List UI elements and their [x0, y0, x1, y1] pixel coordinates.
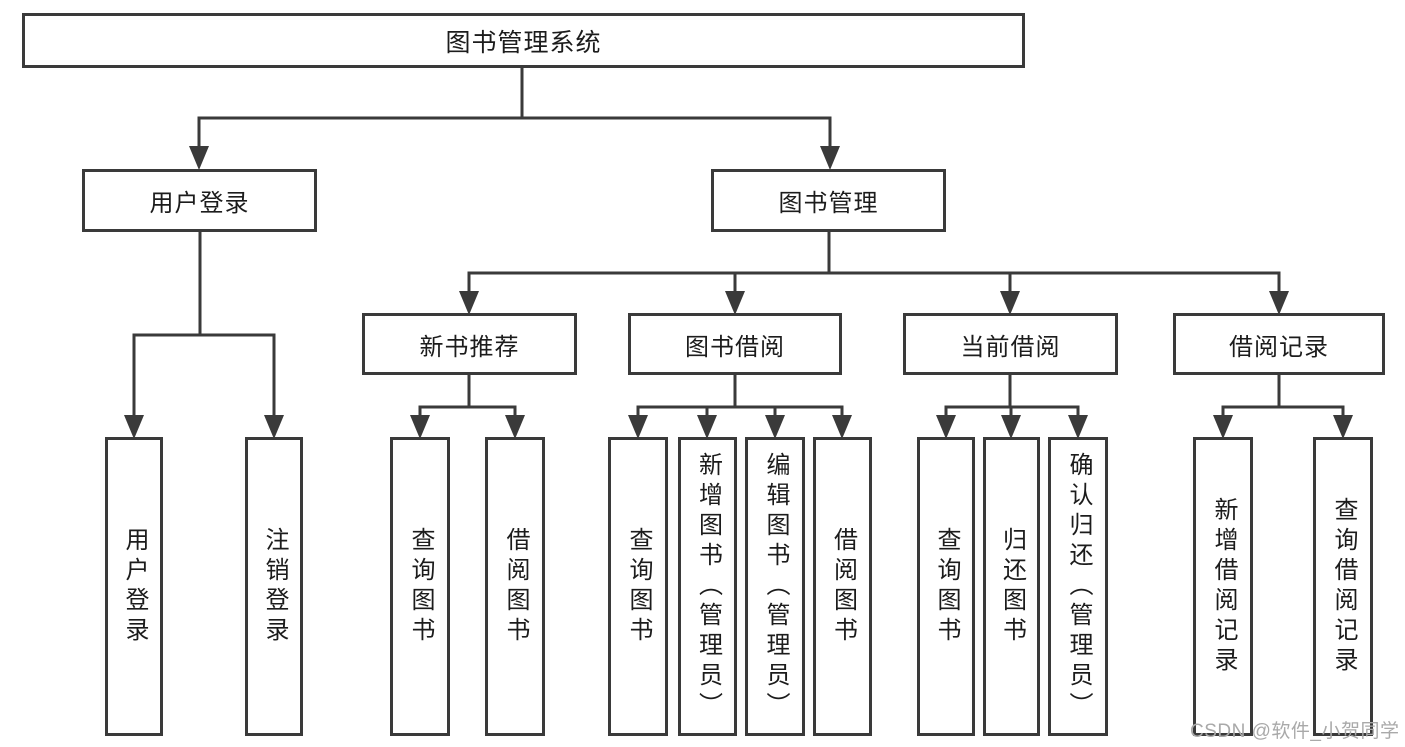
leaf-rec-query-books: 查询图书	[390, 437, 450, 736]
leaf-cb-confirm-return-admin-label: 确认归还（管理员）	[1065, 451, 1092, 722]
leaf-br-query-record: 查询借阅记录	[1313, 437, 1373, 736]
node-book-management: 图书管理	[711, 169, 946, 232]
node-borrowing-records-label: 借阅记录	[1229, 333, 1329, 361]
connector-new-book-rec-to-leaves	[410, 373, 525, 439]
leaf-rec-borrow-books: 借阅图书	[485, 437, 545, 736]
node-new-book-recommendation: 新书推荐	[362, 313, 577, 375]
leaf-cb-query-books: 查询图书	[917, 437, 975, 736]
node-user-login: 用户登录	[82, 169, 317, 232]
leaf-rec-query-books-label: 查询图书	[407, 526, 434, 647]
connector-user-login-to-leaves	[124, 230, 284, 439]
connector-root-to-level2	[189, 66, 840, 170]
node-book-borrowing: 图书借阅	[628, 313, 842, 375]
leaf-br-add-record-label: 新增借阅记录	[1210, 496, 1237, 677]
leaf-bb-borrow-books-label: 借阅图书	[829, 526, 857, 647]
leaf-cb-return-books: 归还图书	[983, 437, 1040, 736]
leaf-br-add-record: 新增借阅记录	[1193, 437, 1253, 736]
leaf-user-login: 用户登录	[105, 437, 163, 736]
leaf-bb-edit-books-admin: 编辑图书（管理员）	[745, 437, 805, 736]
leaf-bb-query-books: 查询图书	[608, 437, 668, 736]
node-book-borrowing-label: 图书借阅	[685, 333, 785, 361]
leaf-logout-label: 注销登录	[261, 526, 288, 647]
node-current-borrowing: 当前借阅	[903, 313, 1118, 375]
node-current-borrowing-label: 当前借阅	[960, 333, 1061, 361]
node-library-system-label: 图书管理系统	[445, 28, 602, 57]
leaf-cb-query-books-label: 查询图书	[933, 526, 960, 647]
node-new-book-recommendation-label: 新书推荐	[419, 333, 520, 361]
leaf-bb-borrow-books: 借阅图书	[813, 437, 872, 736]
node-book-management-label: 图书管理	[778, 190, 879, 217]
leaf-logout: 注销登录	[245, 437, 303, 736]
csdn-watermark: CSDN @软件_小贺同学	[1190, 721, 1400, 742]
leaf-bb-edit-books-admin-label: 编辑图书（管理员）	[762, 451, 789, 722]
leaf-br-query-record-label: 查询借阅记录	[1330, 496, 1357, 677]
leaf-user-login-label: 用户登录	[121, 526, 148, 647]
node-library-system: 图书管理系统	[22, 13, 1025, 68]
connector-borrow-records-to-leaves	[1213, 373, 1353, 439]
leaf-cb-return-books-label: 归还图书	[998, 526, 1026, 647]
connector-book-mgmt-to-level3	[459, 230, 1289, 315]
leaf-cb-confirm-return-admin: 确认归还（管理员）	[1048, 437, 1108, 736]
node-borrowing-records: 借阅记录	[1173, 313, 1385, 375]
leaf-bb-add-books-admin: 新增图书（管理员）	[678, 437, 737, 736]
leaf-rec-borrow-books-label: 借阅图书	[502, 526, 529, 647]
leaf-bb-add-books-admin-label: 新增图书（管理员）	[694, 451, 722, 722]
connector-current-borrow-to-leaves	[936, 373, 1088, 439]
node-user-login-label: 用户登录	[149, 190, 250, 217]
connector-book-borrow-to-leaves	[628, 373, 852, 439]
leaf-bb-query-books-label: 查询图书	[625, 526, 652, 647]
